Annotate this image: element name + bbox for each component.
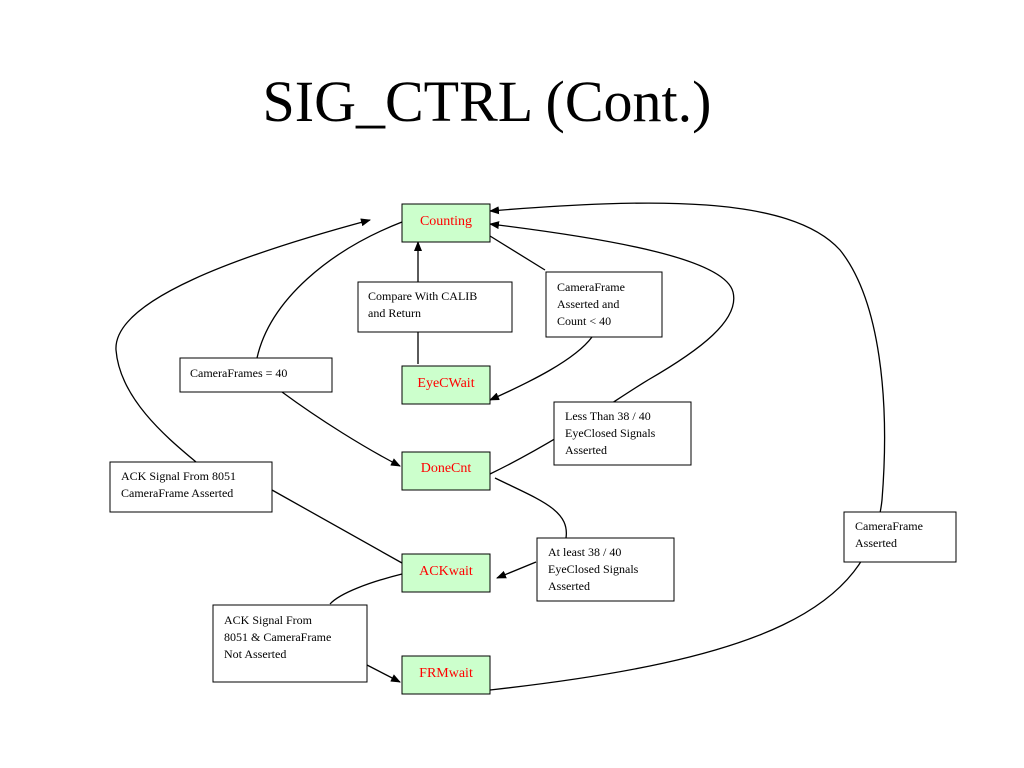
transition-frmwait-to-counting: [489, 202, 886, 691]
slide-title: SIG_CTRL (Cont.): [262, 69, 712, 134]
label-cameraframe-count-line-2: Asserted and: [557, 297, 619, 311]
transition-donecnt-to-ackwait-2: [496, 561, 537, 579]
transition-donecnt-to-ackwait: [494, 477, 567, 539]
label-ack-8051-not-asserted: ACK Signal From 8051 & CameraFrame Not A…: [212, 604, 368, 683]
label-ack-8051-asserted-line-1: ACK Signal From 8051: [121, 469, 236, 483]
state-frmwait: FRMwait: [401, 655, 491, 695]
label-cameraframe-asserted-line-2: Asserted: [855, 536, 897, 550]
label-ack-8051-asserted-line-2: CameraFrame Asserted: [121, 486, 233, 500]
transition-counting-to-eyecwait: [489, 235, 546, 271]
label-cameraframe-asserted: CameraFrame Asserted: [843, 511, 957, 563]
label-at-least-38-line-1: At least 38 / 40: [548, 545, 621, 559]
state-eyecwait: EyeCWait: [401, 365, 491, 405]
label-cameraframe-asserted-line-1: CameraFrame: [855, 519, 923, 533]
label-at-least-38: At least 38 / 40 EyeClosed Signals Asser…: [536, 537, 675, 602]
state-donecnt-label: DoneCnt: [421, 461, 472, 476]
label-compare-calib: Compare With CALIB and Return: [357, 281, 513, 333]
state-counting: Counting: [401, 203, 491, 243]
label-compare-calib-line-1: Compare With CALIB: [368, 289, 477, 303]
transition-ackwait-to-frmwait-2: [366, 664, 401, 683]
label-less-than-38-line-2: EyeClosed Signals: [565, 426, 656, 440]
label-less-than-38-line-1: Less Than 38 / 40: [565, 409, 651, 423]
transition-ackwait-to-frmwait: [329, 573, 403, 605]
state-ackwait-label: ACKwait: [419, 564, 473, 579]
label-less-than-38: Less Than 38 / 40 EyeClosed Signals Asse…: [553, 401, 692, 466]
label-compare-calib-line-2: and Return: [368, 306, 421, 320]
state-frmwait-label: FRMwait: [419, 666, 473, 681]
state-eyecwait-label: EyeCWait: [417, 376, 474, 391]
label-cameraframes-40: CameraFrames = 40: [179, 357, 333, 393]
state-donecnt: DoneCnt: [401, 451, 491, 491]
label-ack-8051-not-asserted-line-2: 8051 & CameraFrame: [224, 630, 331, 644]
label-cameraframe-count: CameraFrame Asserted and Count < 40: [545, 271, 663, 338]
state-counting-label: Counting: [420, 214, 472, 229]
transition-counting-to-donecnt-2: [281, 391, 401, 467]
transition-ackwait-to-counting: [115, 218, 371, 463]
label-cameraframe-count-line-3: Count < 40: [557, 314, 611, 328]
label-ack-8051-not-asserted-line-3: Not Asserted: [224, 647, 286, 661]
state-ackwait: ACKwait: [401, 553, 491, 593]
label-less-than-38-line-3: Asserted: [565, 443, 607, 457]
transition-counting-to-eyecwait-2: [489, 336, 593, 401]
label-cameraframe-count-line-1: CameraFrame: [557, 280, 625, 294]
label-ack-8051-not-asserted-line-1: ACK Signal From: [224, 613, 313, 627]
label-cameraframes-40-line-1: CameraFrames = 40: [190, 366, 287, 380]
transition-counting-to-donecnt: [256, 221, 403, 359]
transition-ackwait-to-counting-2: [271, 489, 403, 564]
label-at-least-38-line-2: EyeClosed Signals: [548, 562, 639, 576]
label-ack-8051-asserted: ACK Signal From 8051 CameraFrame Asserte…: [109, 461, 273, 513]
label-at-least-38-line-3: Asserted: [548, 579, 590, 593]
